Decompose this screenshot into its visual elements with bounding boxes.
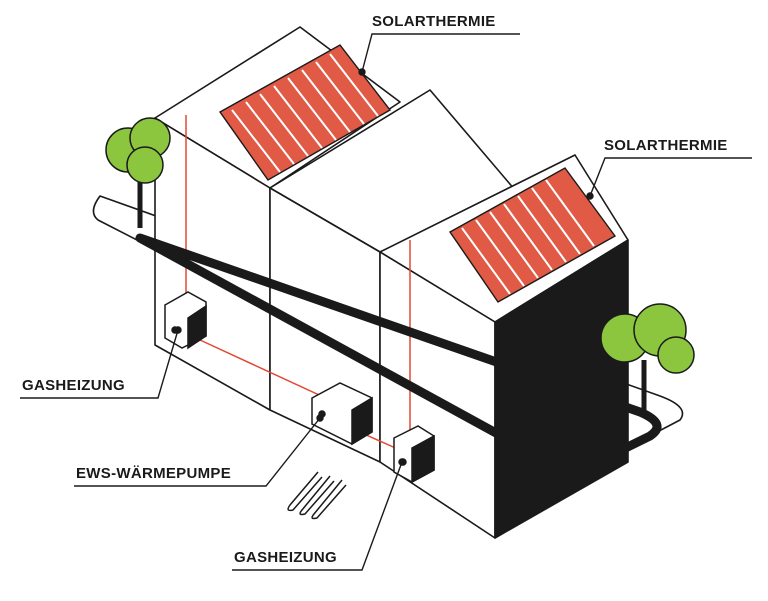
label-ews-waermepumpe: EWS-WÄRMEPUMPE <box>76 465 231 482</box>
callout-solar-right <box>589 157 752 197</box>
label-gasheizung-left: GASHEIZUNG <box>22 377 125 394</box>
tree-icon <box>105 117 171 228</box>
gas-heater-bottom <box>393 425 435 484</box>
label-solarthermie-right: SOLARTHERMIE <box>604 137 728 154</box>
heat-pump-unit <box>311 382 373 446</box>
callout-gas-left <box>20 329 179 399</box>
callout-solar-top <box>361 33 520 73</box>
tree-icon <box>600 303 695 410</box>
road-ring <box>135 233 662 476</box>
label-solarthermie-top: SOLARTHERMIE <box>372 13 496 30</box>
ground-probes-icon <box>287 471 347 520</box>
solar-panel-top <box>218 44 392 181</box>
gas-heater-left <box>164 291 207 350</box>
solar-panel-right <box>448 167 617 303</box>
callout-heatpump <box>74 417 321 487</box>
label-gasheizung-bottom: GASHEIZUNG <box>234 549 337 566</box>
callout-gas-bottom <box>232 461 403 571</box>
